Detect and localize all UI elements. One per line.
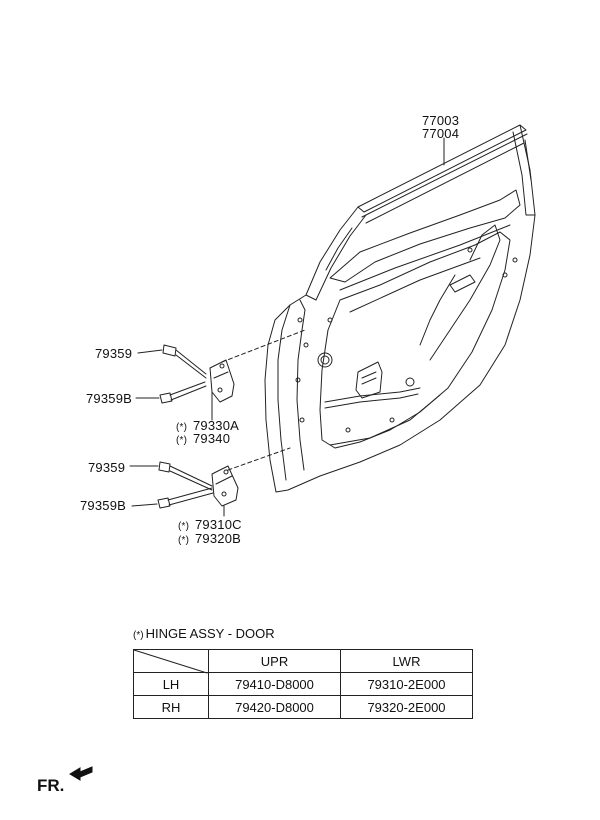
star-marker: (*) xyxy=(178,535,190,546)
label-79310c-text: 79310C xyxy=(194,517,242,532)
upper-hinge-leader xyxy=(221,329,306,363)
hinge-assy-note: (*)HINGE ASSY - DOOR xyxy=(133,626,275,641)
hinge-assy-table: UPR LWR LH 79410-D8000 79310-2E000 RH 79… xyxy=(133,649,473,719)
table-cell-upr: 79410-D8000 xyxy=(208,672,341,696)
front-direction-label: FR. xyxy=(37,776,65,795)
table-header-lwr: LWR xyxy=(340,649,473,673)
window-frame-rear xyxy=(512,124,536,216)
door-inner-opening xyxy=(319,231,511,449)
note-text: HINGE ASSY - DOOR xyxy=(145,626,275,641)
speaker-hole xyxy=(317,352,333,368)
regulator-rail xyxy=(429,224,501,361)
label-79359-upper: 79359 xyxy=(95,346,133,361)
label-79340-text: 79340 xyxy=(192,431,231,446)
bolt-79359b-lower xyxy=(157,487,214,509)
table-cell-lwr: 79320-2E000 xyxy=(340,695,473,719)
table-cell-side: LH xyxy=(133,672,209,696)
label-79330a-text: 79330A xyxy=(192,418,239,433)
bolt-79359b-upper xyxy=(159,381,207,404)
table-header-corner xyxy=(133,649,209,673)
window-frame-front-pillar xyxy=(305,206,367,301)
label-79359b-upper: 79359B xyxy=(86,391,133,406)
note-star-marker: (*) xyxy=(133,630,144,641)
bolt-79359-lower xyxy=(158,461,213,491)
door-outer-panel xyxy=(264,214,536,493)
upper-hinge xyxy=(209,359,235,403)
lower-hinge-leader xyxy=(227,447,291,471)
label-79359b-lower: 79359B xyxy=(80,498,127,513)
table-cell-upr: 79420-D8000 xyxy=(208,695,341,719)
table-row: LH 79410-D8000 79310-2E000 xyxy=(133,672,473,696)
table-header-row: UPR LWR xyxy=(133,649,473,673)
window-opening xyxy=(329,189,521,283)
label-79310c: (*) 79310C xyxy=(178,518,242,534)
star-marker: (*) xyxy=(178,521,190,532)
label-79340: (*) 79340 xyxy=(176,432,230,448)
label-77003: 77003 xyxy=(422,113,460,128)
label-79320b: (*) 79320B xyxy=(178,532,241,548)
table-header-upr: UPR xyxy=(208,649,341,673)
label-79330a: (*) 79330A xyxy=(176,419,239,435)
star-marker: (*) xyxy=(176,435,188,446)
lower-hinge xyxy=(211,465,239,507)
table-cell-side: RH xyxy=(133,695,209,719)
star-marker: (*) xyxy=(176,422,188,433)
table-cell-lwr: 79310-2E000 xyxy=(340,672,473,696)
label-79359-lower: 79359 xyxy=(88,460,126,475)
label-79320b-text: 79320B xyxy=(194,531,241,546)
regulator-motor xyxy=(355,361,383,399)
fr-arrow-icon xyxy=(69,766,93,781)
regulator-bar xyxy=(324,387,421,403)
window-frame-top-rail xyxy=(357,124,527,213)
table-row: RH 79420-D8000 79320-2E000 xyxy=(133,695,473,719)
bolt-79359-upper xyxy=(162,344,207,379)
label-77004: 77004 xyxy=(422,126,460,141)
